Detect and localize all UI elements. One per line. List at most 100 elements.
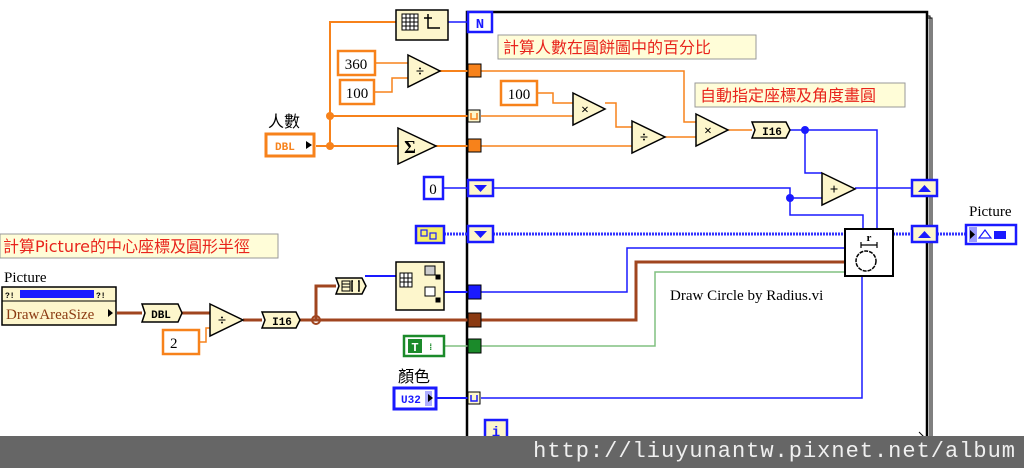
to-i16-node-outside[interactable]: I16 — [260, 311, 301, 329]
property-ref-bar — [20, 290, 94, 298]
tunnel-orange-1 — [467, 63, 482, 78]
bundle-node[interactable] — [395, 261, 445, 311]
color-control-terminal[interactable]: U32 — [392, 386, 438, 411]
picture-triangle-icon — [977, 229, 993, 239]
svg-text:?!: ?! — [96, 292, 106, 301]
radius-bar-icon — [860, 242, 878, 248]
add-node[interactable]: + — [821, 171, 857, 207]
to-dbl-label: DBL — [151, 310, 171, 322]
divide-node-3[interactable]: ÷ — [631, 119, 667, 155]
junction-people-b — [326, 142, 334, 150]
comment-percent: 計算人數在圓餅圖中的百分比 — [497, 34, 757, 60]
people-control-terminal[interactable]: DBL — [264, 132, 316, 158]
up-arrow-icon — [918, 185, 931, 192]
divide-node-1[interactable]: ÷ — [407, 53, 442, 89]
loop-count-terminal[interactable]: N — [466, 10, 494, 34]
wire-center-to-subvi — [481, 247, 845, 293]
divide-icon: ÷ — [640, 130, 648, 146]
subvi-name-label: Draw Circle by Radius.vi — [670, 288, 823, 304]
comment-center-radius-text: 計算Picture的中心座標及圓形半徑 — [3, 237, 250, 256]
wire-color-to-subvi — [481, 276, 863, 399]
multiply-node-1[interactable]: × — [572, 91, 607, 127]
draw-area-size-property[interactable]: DrawAreaSize — [6, 307, 95, 323]
wire-angle-to-subvi — [789, 129, 878, 230]
divide-icon: ÷ — [416, 64, 424, 80]
comment-center-radius: 計算Picture的中心座標及圓形半徑 — [0, 233, 279, 259]
to-i16-label: I16 — [762, 127, 782, 139]
wire-100b — [537, 92, 573, 104]
to-i16-node-inside[interactable]: I16 — [750, 121, 791, 139]
wires — [117, 21, 966, 399]
constant-100b-value: 100 — [508, 87, 531, 103]
shift-register-right-angle[interactable] — [910, 178, 939, 198]
constant-360[interactable]: 360 — [336, 49, 377, 77]
comment-percent-text: 計算人數在圓餅圖中的百分比 — [503, 38, 711, 57]
array-size-node[interactable] — [395, 9, 449, 41]
people-type: DBL — [275, 142, 295, 154]
tunnel-blue — [467, 284, 482, 300]
wire-mult-to-div — [605, 102, 632, 128]
shift-register-left-picture[interactable] — [466, 224, 495, 244]
build-array-node[interactable] — [334, 277, 367, 295]
junction-angle — [801, 126, 809, 134]
array-grid-icon — [401, 13, 419, 31]
to-dbl-node[interactable]: DBL — [140, 303, 183, 323]
junction-people-a — [326, 112, 334, 120]
wire-radius-to-subvi — [481, 260, 845, 322]
svg-text:?!: ?! — [5, 292, 15, 301]
constant-two-value: 2 — [170, 336, 178, 352]
shift-register-right-picture[interactable] — [910, 224, 939, 244]
multiply-node-2[interactable]: × — [695, 112, 730, 148]
comment-auto-draw-text: 自動指定座標及角度畫圓 — [700, 86, 876, 105]
constant-zero[interactable]: 0 — [422, 175, 445, 201]
down-arrow-icon — [474, 231, 487, 238]
build-array-icon — [341, 280, 360, 292]
tunnel-orange-2 — [467, 138, 482, 153]
loop-frame — [465, 10, 929, 442]
radius-r-icon: r — [867, 232, 872, 244]
wire-bool-to-subvi — [481, 271, 845, 347]
picture-indicator-terminal[interactable] — [964, 223, 1018, 246]
cluster-icon — [399, 265, 441, 303]
shift-register-left-angle[interactable] — [466, 178, 495, 198]
sum-icon: Σ — [404, 137, 416, 157]
down-arrow-icon — [474, 185, 487, 192]
multiply-icon: × — [581, 103, 589, 118]
wire-100a — [374, 77, 408, 93]
junction-start-angle — [786, 194, 794, 202]
wire-junctions — [311, 112, 809, 325]
boolean-true-icon: T — [411, 341, 418, 355]
constant-zero-value: 0 — [429, 182, 437, 198]
draw-circle-subvi[interactable]: r — [844, 228, 894, 277]
picture-const-icon — [420, 229, 428, 237]
watermark-bar: http://liuyunantw.pixnet.net/album — [0, 436, 1024, 468]
picture-property-node[interactable]: ?! ?! DrawAreaSize — [1, 286, 117, 326]
terminal-arrow-icon — [306, 141, 312, 149]
wire-angle-to-add — [804, 130, 822, 174]
wire-two — [199, 327, 210, 343]
terminal-arrow-icon — [428, 394, 433, 402]
boolean-dots-icon: ⁞ — [428, 343, 433, 353]
divide-node-2[interactable]: ÷ — [209, 302, 245, 338]
constant-two[interactable]: 2 — [161, 328, 201, 356]
wire-start-angle-to-subvi — [789, 198, 864, 230]
divide-icon: ÷ — [218, 313, 226, 329]
loop-count-label: N — [476, 17, 484, 33]
boolean-constant[interactable]: T ⁞ — [402, 334, 446, 358]
constant-100a[interactable]: 100 — [338, 78, 376, 106]
wire-degree-per-unit — [481, 70, 696, 123]
picture-property-label: Picture — [4, 270, 47, 286]
constant-100a-value: 100 — [346, 86, 369, 102]
color-label: 顏色 — [398, 367, 430, 386]
sum-node[interactable]: Σ — [397, 126, 438, 166]
multiply-icon: × — [704, 124, 712, 139]
loop-index-label: i — [492, 425, 500, 441]
picture-constant[interactable] — [414, 224, 446, 245]
to-i16-label: I16 — [272, 317, 292, 329]
wire-shift-to-add — [493, 187, 822, 199]
watermark-url: http://liuyunantw.pixnet.net/album — [533, 439, 1016, 464]
color-type: U32 — [401, 395, 421, 407]
tunnel-brown — [467, 312, 482, 328]
constant-360-value: 360 — [345, 57, 368, 73]
constant-100b[interactable]: 100 — [499, 79, 539, 107]
